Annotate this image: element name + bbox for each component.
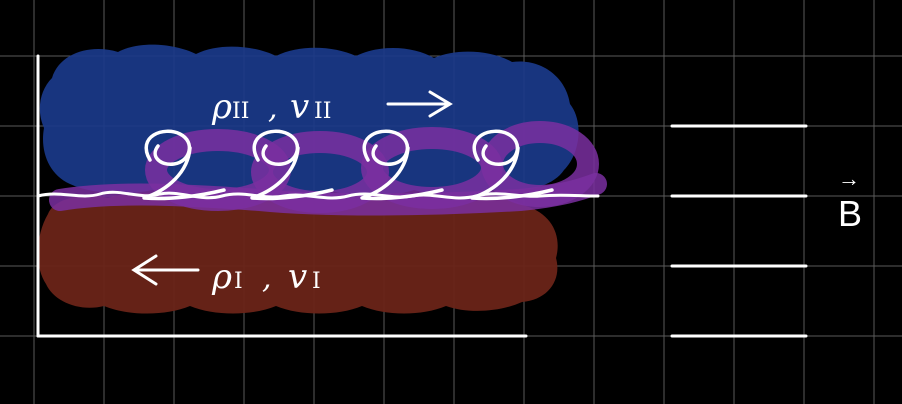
curl-glyph [250, 129, 334, 201]
field-lines [670, 124, 808, 338]
lower-label: ρ I , v I [131, 254, 321, 297]
lower-v: v [288, 257, 307, 297]
lower-comma: , [262, 261, 272, 296]
curl-glyph [470, 129, 554, 201]
field-vector-arrow: → [838, 166, 860, 191]
lower-v-subscript: I [312, 269, 321, 294]
upper-v: v [290, 87, 309, 127]
field-label: → B [838, 166, 862, 234]
upper-rho-subscript: II [232, 99, 249, 124]
lower-region-blob [37, 192, 558, 314]
curl-glyph [142, 129, 226, 201]
upper-comma: , [268, 91, 278, 126]
upper-arrow [386, 90, 453, 118]
upper-rho: ρ [211, 87, 232, 127]
curl-glyphs [142, 129, 554, 201]
field-symbol: B [838, 193, 862, 234]
upper-v-subscript: II [314, 99, 331, 124]
upper-label: ρ II , v II [211, 87, 453, 127]
lower-rho: ρ [211, 257, 232, 297]
curl-glyph [360, 129, 444, 201]
interface-line [36, 190, 600, 200]
lower-arrow [131, 254, 200, 286]
lower-rho-subscript: I [234, 269, 243, 294]
